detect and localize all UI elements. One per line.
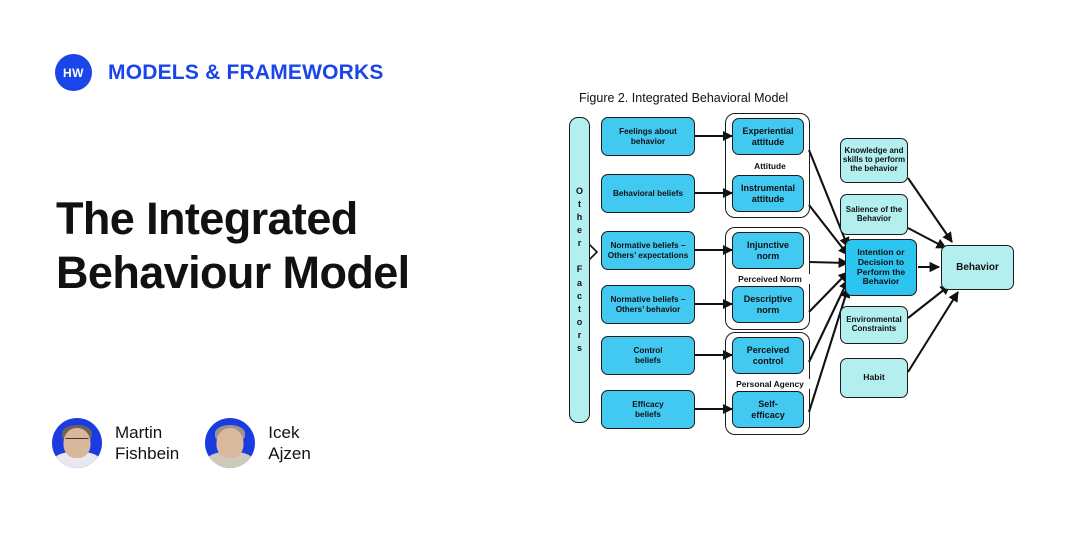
node-efficacy-beliefs: Efficacy beliefs [601,390,695,429]
node-intention-or-decision: Intention or Decision to Perform the Beh… [845,239,917,296]
attitude-group-container [725,113,810,218]
avatar [205,418,256,468]
node-descriptive-norm: Descriptive norm [732,286,804,323]
figure-caption: Figure 2. Integrated Behavioral Model [579,91,789,105]
group-label-perceived-norm: Perceived Norm [728,274,812,285]
avatar-body-shape [54,452,100,468]
group-label-personal-agency: Personal Agency [726,379,814,390]
avatar-head-shape [63,428,91,458]
category-label: MODELS & FRAMEWORKS [108,60,384,84]
node-normative-beliefs-behavior: Normative beliefs – Others’ behavior [601,285,695,324]
node-feelings-about-behavior: Feelings about behavior [601,117,695,156]
node-injunctive-norm: Injunctive norm [732,232,804,269]
node-salience-of-behavior: Salience of the Behavior [840,194,908,235]
title-line-2: Behaviour Model [56,247,410,298]
author-item: Icek Ajzen [205,418,311,468]
node-environmental-constraints: Environmental Constraints [840,306,908,344]
brand-header: HW MODELS & FRAMEWORKS [55,54,384,91]
avatar-glasses-shape [65,438,89,445]
avatar-body-shape [207,452,254,468]
node-behavioral-beliefs: Behavioral beliefs [601,174,695,213]
left-content-column: HW MODELS & FRAMEWORKS The Integrated Be… [52,54,526,468]
other-factors-letters: O [575,186,583,197]
avatar-head-shape [216,428,244,458]
title-line-1: The Integrated [56,193,358,244]
node-normative-beliefs-expectations: Normative beliefs – Others’ expectations [601,231,695,270]
node-self-efficacy: Self- efficacy [732,391,804,428]
node-experiential-attitude: Experiential attitude [732,118,804,155]
group-label-attitude: Attitude [746,161,794,172]
node-behavior: Behavior [941,245,1014,290]
author-name: Icek Ajzen [268,423,311,463]
hw-logo-icon: HW [55,54,92,91]
node-perceived-control: Perceived control [732,337,804,374]
author-name: Martin Fishbein [115,423,180,463]
node-knowledge-and-skills: Knowledge and skills to perform the beha… [840,138,908,183]
node-control-beliefs: Control beliefs [601,336,695,375]
node-habit: Habit [840,358,908,398]
page-title: The Integrated Behaviour Model [56,192,526,300]
author-item: Martin Fishbein [52,418,179,468]
avatar [52,418,102,468]
logo-initials: HW [63,65,84,80]
node-instrumental-attitude: Instrumental attitude [732,175,804,212]
figure-panel: Figure 2. Integrated Behavioral Model [560,0,1080,540]
authors-list: Martin Fishbein Icek Ajzen [52,418,311,468]
